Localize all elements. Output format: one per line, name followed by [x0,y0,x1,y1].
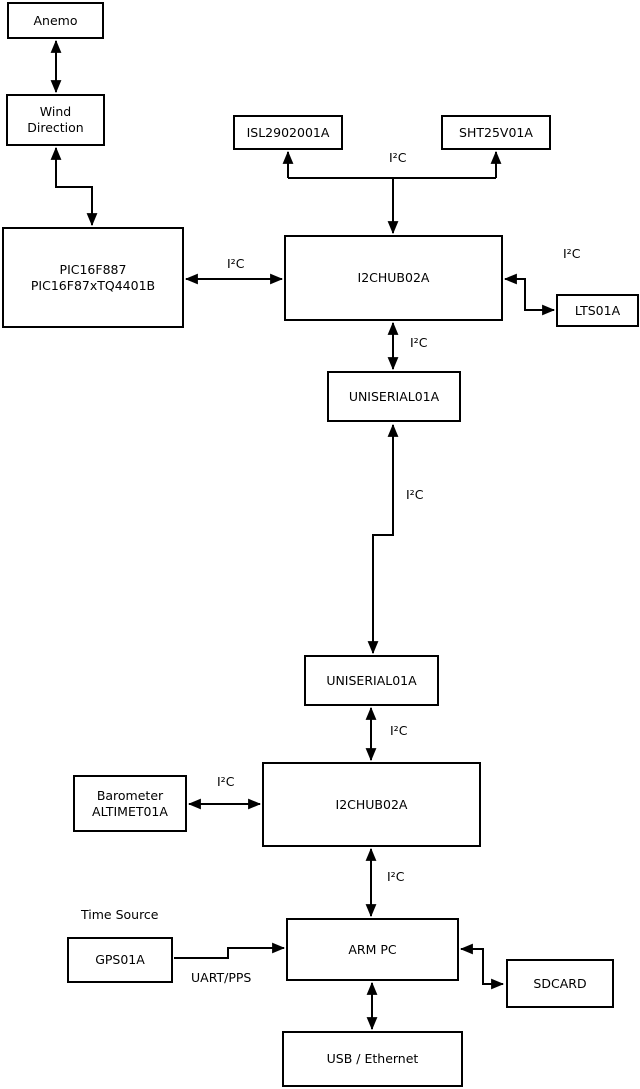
edge-uniserial1-uniserial2 [367,423,399,655]
node-i2c-hub-upper-label: I2CHUB02A [357,270,430,285]
node-sdcard-label: SDCARD [533,975,587,991]
node-lts01a: LTS01A [556,294,639,327]
node-barometer-label-line1: Barometer [96,787,164,803]
edge-label-i2c-hub1-lts: I²C [563,246,581,261]
node-arm-pc-label: ARM PC [348,941,397,957]
node-uniserial-lower-label: UNISERIAL01A [326,672,417,688]
node-usb-ethernet-label: USB / Ethernet [326,1051,419,1066]
node-sdcard: SDCARD [506,959,614,1008]
node-isl2902001a-label: ISL2902001A [246,124,330,140]
node-barometer-label-line2: ALTIMET01A [92,803,168,819]
edge-label-i2c-top-bus: I²C [389,150,407,165]
node-barometer: Barometer ALTIMET01A [73,775,187,832]
edge-label-uart-pps: UART/PPS [191,970,252,985]
node-arm-pc: ARM PC [286,918,459,981]
edge-armpc-sdcard [459,943,505,990]
node-uniserial-lower: UNISERIAL01A [304,655,439,706]
node-pic-label-line2: PIC16F87xTQ4401B [30,277,156,293]
node-anemometer-label: Anemo [33,12,78,28]
node-sht25v01a-label: SHT25V01A [459,124,533,140]
node-isl2902001a: ISL2902001A [233,115,343,150]
edge-label-i2c-uniserial-link: I²C [406,487,424,502]
edge-hub1-lts [503,273,556,316]
node-wind-direction-label-line1: Wind [39,104,72,119]
node-uniserial-upper-label: UNISERIAL01A [348,388,440,404]
node-anemometer: Anemo [7,2,104,39]
annotation-time-source: Time Source [81,907,159,922]
edge-wind-pic [50,146,98,227]
node-wind-direction: Wind Direction [6,94,105,146]
edge-label-i2c-hub2-armpc: I²C [387,869,405,884]
node-lts01a-label: LTS01A [574,302,621,318]
node-i2c-hub-lower: I2CHUB02A [262,762,481,847]
edge-label-i2c-pic-hub1: I²C [227,256,245,271]
node-sht25v01a: SHT25V01A [441,115,551,150]
edge-label-i2c-uniserial2-hub2: I²C [390,723,408,738]
edge-gps-armpc [174,942,286,959]
node-gps01a-label: GPS01A [95,952,145,967]
node-usb-ethernet: USB / Ethernet [282,1031,463,1087]
node-i2c-hub-upper: I2CHUB02A [284,235,503,321]
edge-label-i2c-hub1-uniserial1: I²C [410,335,428,350]
node-pic-microcontroller: PIC16F887 PIC16F87xTQ4401B [2,227,184,328]
node-uniserial-upper: UNISERIAL01A [327,371,461,422]
node-wind-direction-label-line2: Direction [27,120,84,135]
edge-label-i2c-barometer-hub2: I²C [217,774,235,789]
node-gps01a: GPS01A [67,937,173,983]
node-pic-label-line1: PIC16F887 [59,261,127,277]
node-i2c-hub-lower-label: I2CHUB02A [335,796,408,812]
